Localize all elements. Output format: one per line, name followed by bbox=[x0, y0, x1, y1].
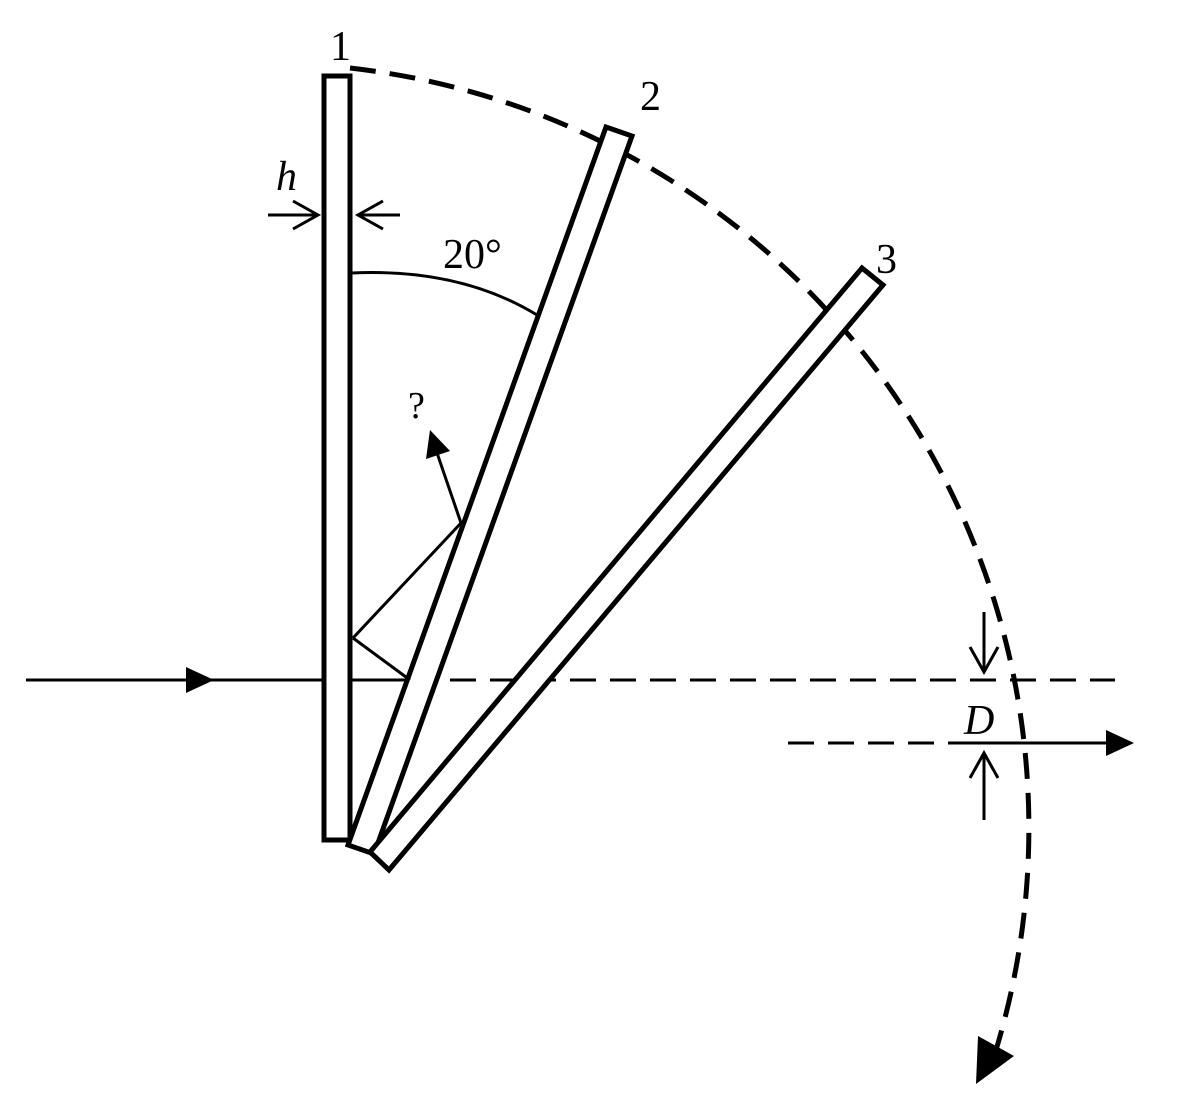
plate-1 bbox=[321, 73, 353, 843]
rotation-arrowhead bbox=[976, 1036, 1014, 1084]
offset-label: D bbox=[963, 698, 994, 744]
offset-arrow-bottom-head bbox=[968, 749, 1000, 779]
plate-1-label: 1 bbox=[330, 24, 351, 70]
unknown-direction-arrowhead bbox=[426, 430, 450, 459]
refracted-ray-segment bbox=[352, 636, 411, 682]
reflected-ray-segment bbox=[351, 521, 463, 640]
rotation-arc bbox=[349, 65, 1032, 1051]
unknown-direction-ray bbox=[434, 449, 463, 524]
plate-2 bbox=[344, 123, 636, 858]
incident-ray-arrowhead bbox=[186, 667, 214, 693]
plate-3-label: 3 bbox=[876, 237, 897, 283]
offset-arrow-top-head bbox=[968, 646, 1000, 676]
thickness-arrow-left-head bbox=[292, 199, 322, 231]
emergent-ray-arrowhead bbox=[1106, 730, 1134, 756]
unknown-direction-label: ? bbox=[408, 385, 425, 427]
plate-3 bbox=[366, 264, 887, 874]
angle-label: 20° bbox=[443, 232, 502, 278]
thickness-label: h bbox=[276, 154, 297, 200]
plate-2-label: 2 bbox=[640, 74, 661, 120]
thickness-arrow-right-head bbox=[354, 199, 384, 231]
angle-arc bbox=[351, 271, 538, 317]
